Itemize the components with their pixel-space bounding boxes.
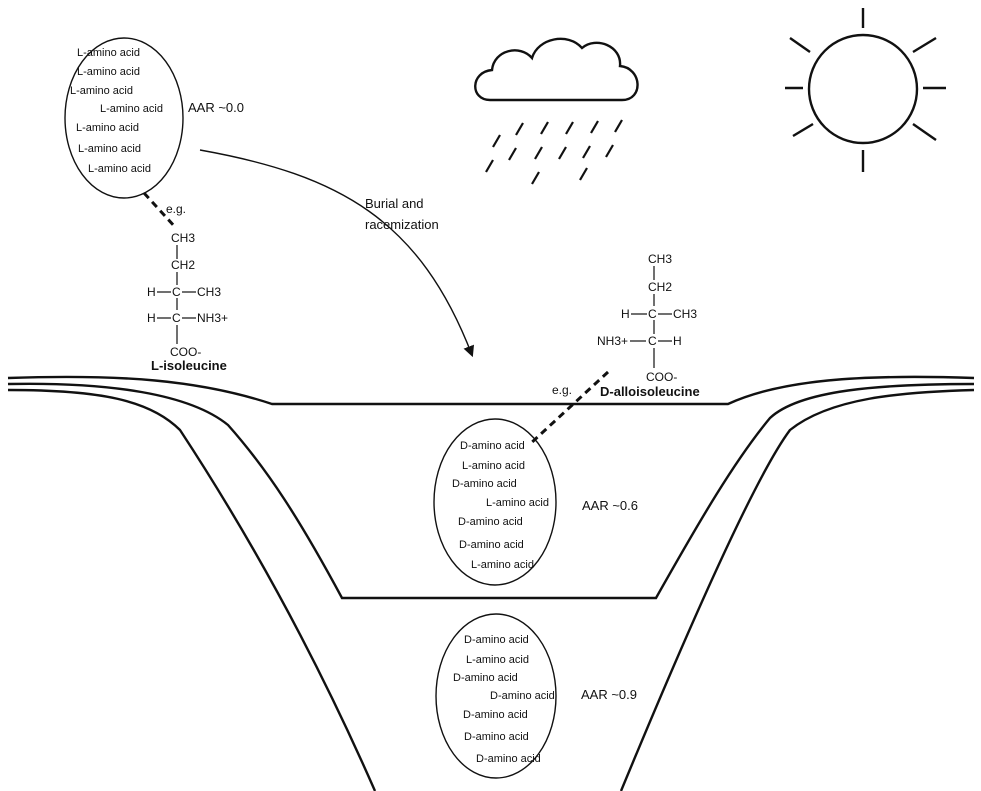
cluster-top-item: L-amino acid [70, 85, 133, 97]
allo-c2: C [648, 334, 657, 348]
cluster-middle-item: L-amino acid [462, 460, 525, 472]
cluster-middle-item: D-amino acid [459, 539, 524, 551]
allo-ch3-side: CH3 [673, 307, 697, 321]
cluster-top-item: L-amino acid [78, 143, 141, 155]
aar-label-middle: AAR ~0.6 [582, 498, 638, 513]
cluster-top-item: L-amino acid [88, 163, 151, 175]
cluster-bottom-item: L-amino acid [466, 654, 529, 666]
iso-h1: H [147, 285, 156, 299]
cluster-middle-item: D-amino acid [458, 516, 523, 528]
iso-c2: C [172, 311, 181, 325]
iso-nh3: NH3+ [197, 311, 228, 325]
allo-coo: COO- [646, 370, 677, 384]
aar-label-bottom: AAR ~0.9 [581, 687, 637, 702]
cluster-bottom-item: D-amino acid [490, 690, 555, 702]
cluster-bottom-item: D-amino acid [453, 672, 518, 684]
arrow-label-line1: Burial and [365, 196, 424, 211]
cluster-middle-item: D-amino acid [452, 478, 517, 490]
l-isoleucine-label: L-isoleucine [151, 358, 227, 373]
eg-label-top: e.g. [166, 202, 186, 216]
amino-acid-cluster-middle: D-amino acid L-amino acid D-amino acid L… [433, 418, 638, 586]
cluster-top-item: L-amino acid [77, 66, 140, 78]
d-alloisoleucine-structure: CH3 CH2 H C CH3 NH3+ C H COO- D-alloisol… [597, 252, 700, 399]
allo-ch2: CH2 [648, 280, 672, 294]
rain-icon [485, 119, 623, 185]
cluster-middle-item: D-amino acid [460, 440, 525, 452]
aar-label-top: AAR ~0.0 [188, 100, 244, 115]
iso-h2: H [147, 311, 156, 325]
cluster-middle-item: L-amino acid [486, 497, 549, 509]
sun-icon [785, 8, 946, 172]
iso-ch3-top: CH3 [171, 231, 195, 245]
iso-coo: COO- [170, 345, 201, 359]
ground-layers [7, 375, 975, 791]
link-dashed-top [142, 191, 178, 230]
link-dashed-mid [528, 370, 610, 446]
cloud-icon [474, 37, 639, 102]
iso-ch3-side: CH3 [197, 285, 221, 299]
burial-arrow [199, 149, 475, 358]
cluster-top-item: L-amino acid [77, 47, 140, 59]
allo-c1: C [648, 307, 657, 321]
iso-c1: C [172, 285, 181, 299]
amino-acid-cluster-top: L-amino acid L-amino acid L-amino acid L… [64, 37, 244, 199]
cluster-top-item: L-amino acid [100, 103, 163, 115]
allo-h2: H [673, 334, 682, 348]
cluster-top-item: L-amino acid [76, 122, 139, 134]
allo-nh3: NH3+ [597, 334, 628, 348]
cluster-bottom-item: D-amino acid [476, 753, 541, 765]
l-isoleucine-structure: CH3 CH2 H C CH3 H C NH3+ COO- L-isoleuci… [147, 231, 228, 373]
cluster-bottom-item: D-amino acid [464, 731, 529, 743]
allo-h1: H [621, 307, 630, 321]
arrow-label-line2: racemization [365, 217, 439, 232]
cluster-bottom-item: D-amino acid [464, 634, 529, 646]
iso-ch2: CH2 [171, 258, 195, 272]
cluster-bottom-item: D-amino acid [463, 709, 528, 721]
d-alloisoleucine-label: D-alloisoleucine [600, 384, 700, 399]
cluster-middle-item: L-amino acid [471, 559, 534, 571]
eg-label-mid: e.g. [552, 383, 572, 397]
amino-acid-cluster-bottom: D-amino acid L-amino acid D-amino acid D… [435, 613, 637, 779]
allo-ch3-top: CH3 [648, 252, 672, 266]
